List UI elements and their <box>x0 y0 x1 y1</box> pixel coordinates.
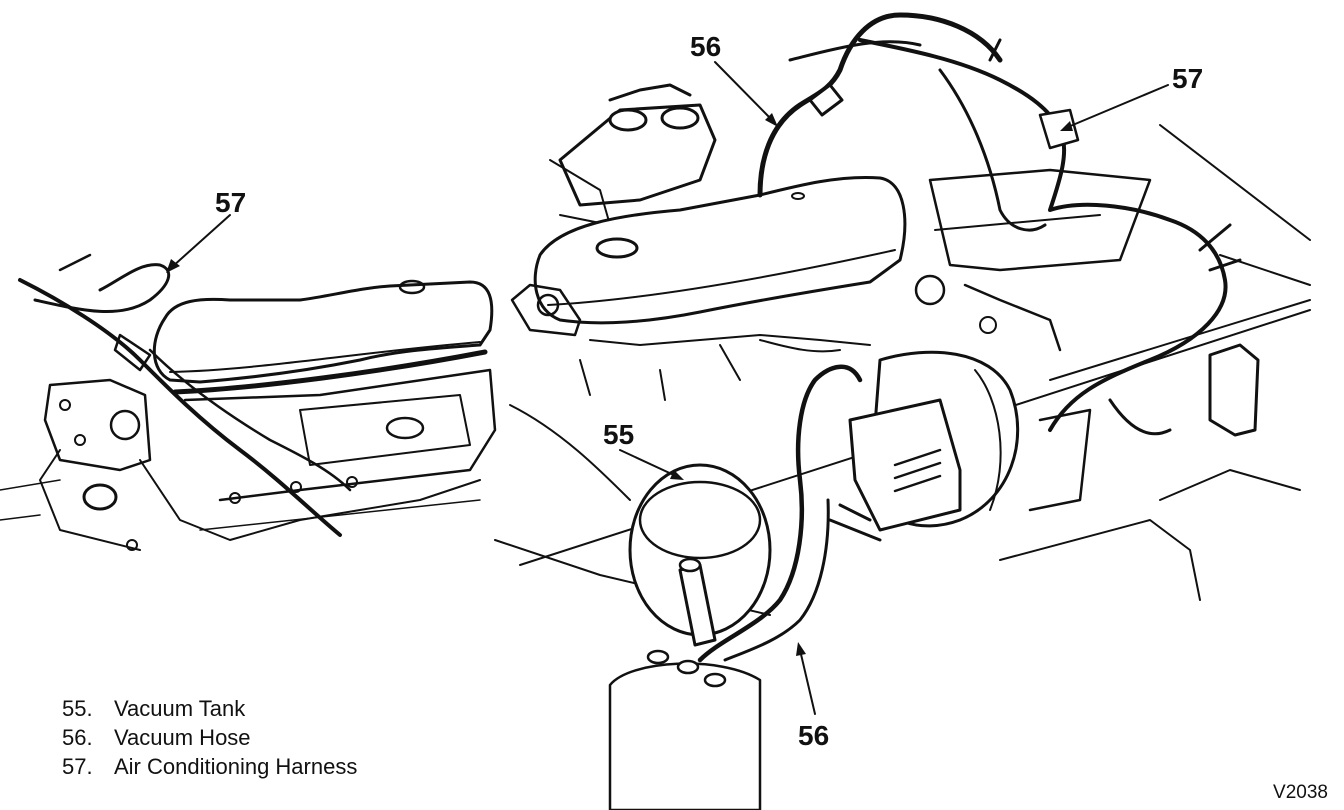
callout-56-top: 56 <box>690 31 721 62</box>
leader-arrows <box>166 61 1169 715</box>
legend-number: 57. <box>62 754 93 779</box>
legend-item: 57. Air Conditioning Harness <box>62 752 357 781</box>
callout-55: 55 <box>603 419 634 450</box>
figure-code: V2038 <box>1273 782 1328 803</box>
left-engine-view <box>0 253 497 551</box>
carburetor <box>549 83 717 226</box>
right-oil-cap <box>595 237 639 259</box>
left-oil-cap <box>398 279 426 295</box>
callout-57-top: 57 <box>1172 63 1203 94</box>
legend-label: Vacuum Tank <box>114 696 246 721</box>
legend-number: 55. <box>62 696 93 721</box>
vacuum-hose-top <box>757 12 1003 198</box>
brake-booster <box>848 350 1020 532</box>
callout-57-left: 57 <box>215 187 246 218</box>
legend-label: Vacuum Hose <box>114 725 251 750</box>
vacuum-hose-bottom <box>697 364 863 663</box>
left-ac-harness <box>18 278 342 537</box>
right-engine-view <box>494 12 1311 810</box>
ac-harness-top <box>858 38 1228 432</box>
legend-number: 56. <box>62 725 93 750</box>
left-valve-cover <box>152 280 494 384</box>
legend-item: 55. Vacuum Tank <box>62 694 357 723</box>
vacuum-tank <box>628 463 772 647</box>
callout-56-bottom: 56 <box>798 720 829 751</box>
right-valve-cover <box>533 176 907 325</box>
legend-label: Air Conditioning Harness <box>114 754 358 779</box>
reservoir <box>608 649 762 810</box>
parts-legend: 55. Vacuum Tank 56. Vacuum Hose 57. Air … <box>62 694 357 781</box>
legend-item: 56. Vacuum Hose <box>62 723 357 752</box>
